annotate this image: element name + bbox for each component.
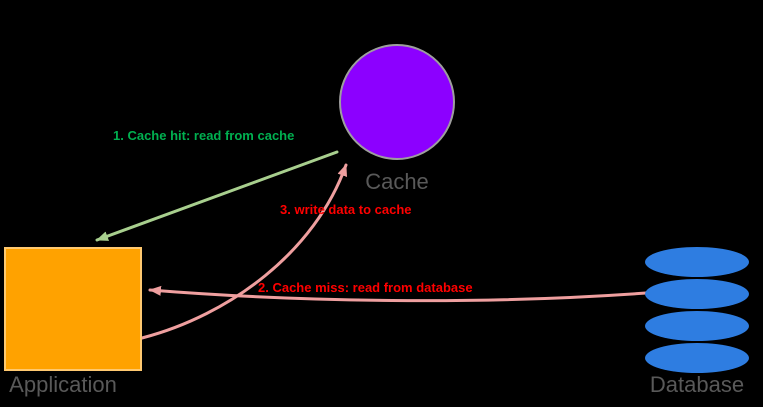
database-node-label: Database	[650, 372, 744, 397]
cache-miss-arrow	[148, 285, 648, 303]
application-node	[4, 247, 142, 371]
database-disk	[645, 247, 749, 277]
database-disk	[645, 311, 749, 341]
cache-node-label: Cache	[365, 169, 429, 194]
cache-miss-edge-label: 2. Cache miss: read from database	[258, 280, 473, 295]
database-disk	[645, 279, 749, 309]
application-node-label: Application	[9, 372, 117, 397]
cache-node	[339, 44, 455, 160]
database-disk	[645, 343, 749, 373]
cache-hit-arrow	[95, 150, 339, 242]
write-to-cache-edge-label: 3. write data to cache	[280, 202, 412, 217]
write-to-cache-arrow	[140, 163, 348, 340]
cache-hit-edge-label: 1. Cache hit: read from cache	[113, 128, 294, 143]
database-icon	[645, 247, 749, 373]
